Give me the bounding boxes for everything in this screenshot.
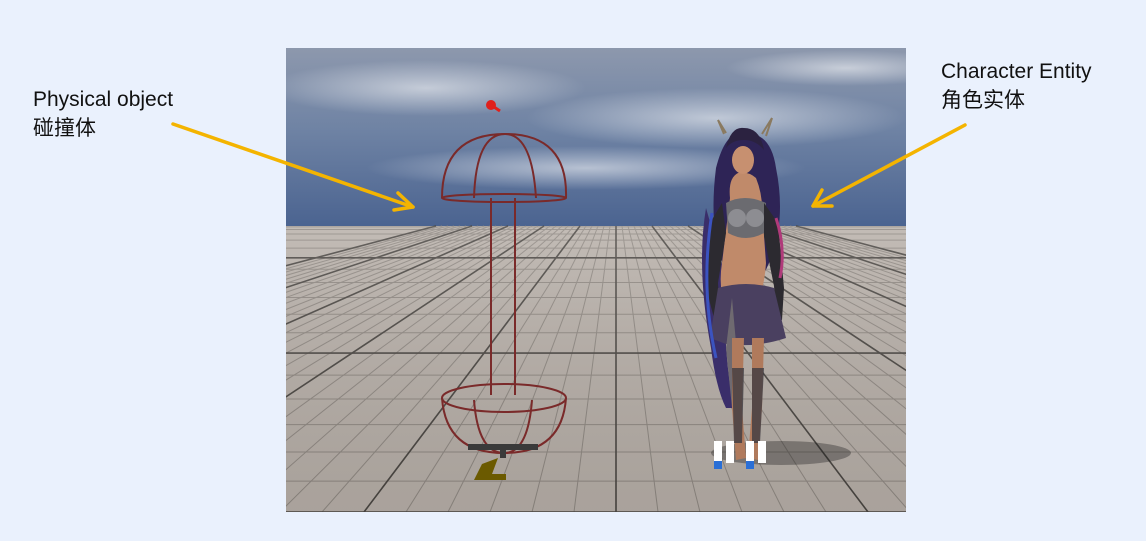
- checker-floor: [286, 225, 906, 512]
- root-arrow-icon: [468, 444, 538, 480]
- game-viewport-scene: [286, 48, 906, 512]
- physical-object-subtitle: 碰撞体: [33, 117, 96, 140]
- cloud: [726, 50, 906, 86]
- cloud: [526, 88, 906, 148]
- physical-object-label: Physical object 碰撞体: [33, 85, 173, 143]
- physical-object-title: Physical object: [33, 88, 174, 111]
- cloud: [286, 60, 586, 116]
- character-entity-title: Character Entity: [941, 60, 1092, 83]
- foot-marker-icon: [714, 441, 766, 469]
- character-entity-subtitle: 角色实体: [941, 89, 1025, 112]
- character-entity-label: Character Entity 角色实体: [941, 57, 1092, 115]
- origin-pin-icon: [486, 100, 501, 113]
